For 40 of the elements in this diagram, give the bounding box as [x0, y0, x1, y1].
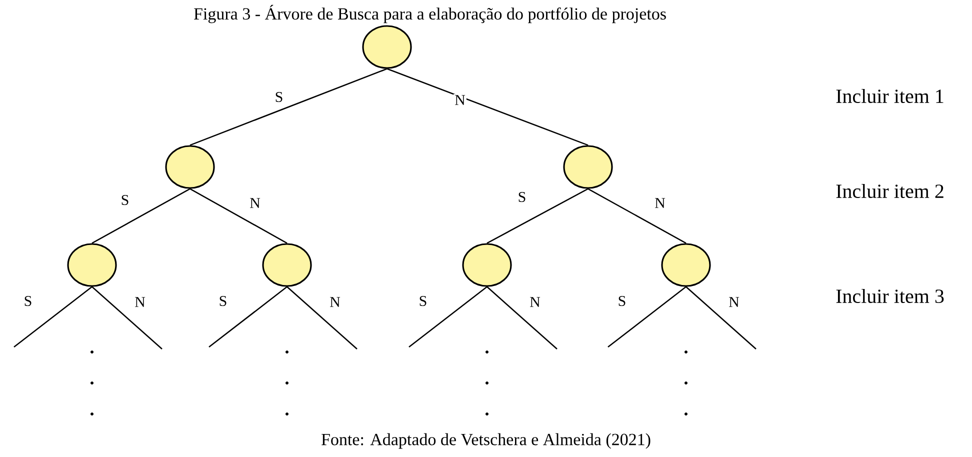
branch-line [92, 188, 190, 244]
level-label: Incluir item 3 [836, 288, 944, 304]
tree-node [462, 243, 512, 287]
edge-label: S [418, 294, 428, 308]
branch-line [286, 286, 358, 350]
edge-label: S [616, 294, 628, 308]
edge-label: N [454, 94, 466, 106]
level-label: Incluir item 2 [836, 184, 944, 198]
branch-line [408, 286, 488, 348]
branch-line [208, 286, 288, 348]
branch-line [486, 188, 588, 244]
branch-line [92, 286, 162, 350]
branch-line [386, 68, 588, 146]
branch-line [608, 286, 686, 348]
tree-node [262, 243, 312, 287]
tree-node [67, 243, 117, 287]
branch-line [686, 286, 756, 350]
edge-label: N [328, 296, 342, 308]
tree-node [661, 243, 711, 287]
tree-node [362, 25, 412, 69]
branch-line [486, 286, 558, 350]
edge-label: S [22, 294, 34, 308]
figure-title: Figura 3 - Árvore de Busca para a elaboração do portfólio de projetos [194, 4, 666, 24]
branch-line [588, 188, 686, 244]
edge-label: S [218, 294, 228, 308]
source-caption: Fonte: Adaptado de Vetschera e Almeida (2021) [322, 433, 650, 449]
edge-label: S [274, 90, 284, 104]
branch-line [190, 188, 288, 244]
level-label: Incluir item 1 [836, 88, 944, 104]
tree-node [165, 145, 215, 189]
edge-label: N [728, 296, 740, 308]
edge-label: N [248, 197, 262, 209]
branch-line [190, 68, 388, 146]
edge-label: N [654, 197, 666, 209]
edge-label: N [134, 296, 146, 308]
edge-label: N [528, 296, 542, 308]
edge-label: S [120, 194, 130, 206]
branch-line [14, 286, 92, 348]
tree-node [563, 145, 613, 189]
edge-label: S [516, 190, 528, 204]
